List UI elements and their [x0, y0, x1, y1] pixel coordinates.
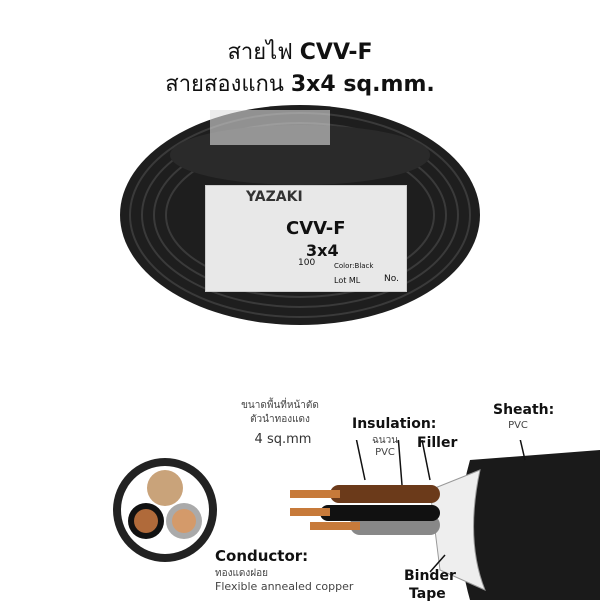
- area-label-thai-2: ตัวนำทองแดง: [250, 414, 310, 425]
- conductor-title: Conductor:: [215, 547, 309, 565]
- product-label: YAZAKI CVV-F 3x4 100 Color:Black Lot ML …: [205, 185, 407, 292]
- binder-title-1: Binder: [404, 568, 456, 584]
- label-no: No.: [384, 274, 399, 284]
- cable-cutaway-diagram: [290, 440, 600, 600]
- label-type: CVV-F: [286, 218, 346, 239]
- label-lot: Lot ML: [334, 276, 361, 285]
- subtitle-thai: สายสองแกน: [165, 72, 284, 97]
- insulation-title: Insulation:: [352, 416, 437, 432]
- sheath-value: PVC: [508, 420, 528, 431]
- insulation-value: PVC: [375, 447, 395, 458]
- label-size: 3x4: [306, 241, 339, 260]
- area-label-thai-1: ขนาดพื้นที่หน้าตัด: [241, 400, 319, 411]
- sheath-title: Sheath:: [493, 402, 555, 418]
- label-length: 100: [298, 258, 316, 268]
- title-line-1: สายไฟ CVV-F: [0, 34, 600, 69]
- cross-section-icon: [113, 458, 217, 562]
- conductor-thai: ทองแดงฝอย: [215, 568, 269, 579]
- insulation-thai: ฉนวน: [371, 435, 399, 446]
- conductor-value: Flexible annealed copper: [215, 580, 354, 593]
- brand-name: YAZAKI: [246, 189, 303, 205]
- title-model: CVV-F: [299, 40, 373, 65]
- subtitle-size: 3x4 sq.mm.: [290, 72, 435, 97]
- area-value: 4 sq.mm: [254, 432, 312, 447]
- binder-title-2: Tape: [409, 586, 446, 602]
- title-thai: สายไฟ: [227, 40, 293, 65]
- filler-title: Filler: [417, 435, 458, 451]
- label-color: Color:Black: [334, 262, 374, 270]
- title-line-2: สายสองแกน 3x4 sq.mm.: [0, 66, 600, 101]
